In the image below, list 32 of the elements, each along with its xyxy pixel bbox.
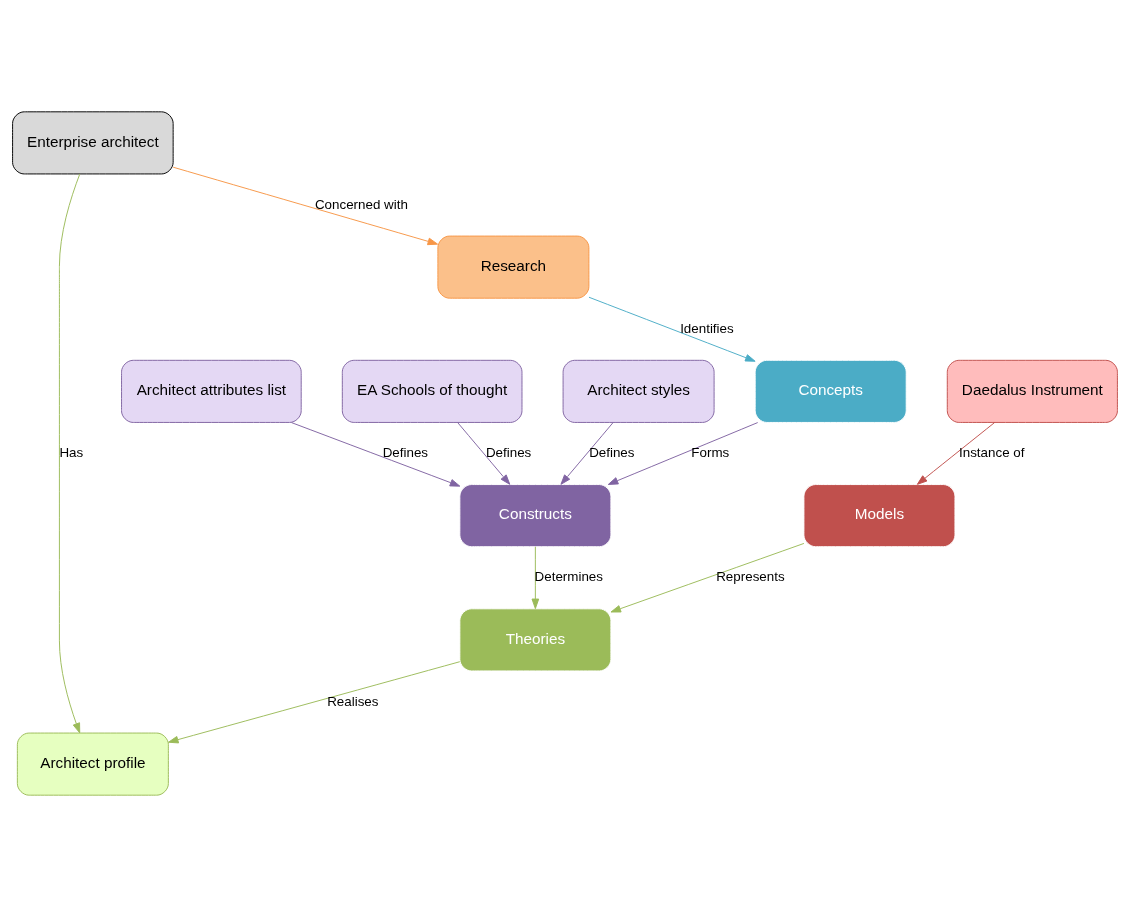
arrow (58, 173, 81, 733)
arrow (560, 421, 614, 485)
arrow (588, 296, 756, 362)
arrow (916, 421, 996, 485)
edge-label: Identifies (680, 320, 734, 336)
arrow (457, 421, 511, 485)
edge-label: Concerned with (314, 196, 408, 212)
edge-label: Determines (534, 568, 604, 584)
arrow (610, 542, 805, 612)
node-box: Research (437, 235, 590, 299)
edge-label: Defines (485, 444, 532, 460)
node-box: Enterprise architect (12, 110, 174, 174)
arrow (291, 421, 461, 487)
node-box: Constructs (459, 483, 612, 547)
edge-label: Represents (716, 568, 785, 584)
edge-label: Has (59, 444, 84, 460)
node-box: Architect attributes list (121, 359, 302, 423)
arrow (168, 660, 461, 743)
arrow (172, 166, 439, 245)
node-box: Theories (459, 607, 612, 671)
edge-label: Forms (691, 444, 730, 460)
arrow (607, 421, 759, 485)
edge-label: Defines (382, 444, 429, 460)
edge-label: Instance of (959, 444, 1025, 460)
edge-label: Defines (589, 444, 635, 460)
node-box: Architect styles (562, 359, 715, 423)
node-box: Architect profile (16, 732, 169, 796)
node-box: Models (803, 483, 956, 547)
node-box: Concepts (754, 359, 907, 423)
node-box: EA Schools of thought (341, 359, 523, 423)
node-box: Daedalus Instrument (946, 359, 1118, 423)
edge-label: Realises (327, 693, 379, 709)
